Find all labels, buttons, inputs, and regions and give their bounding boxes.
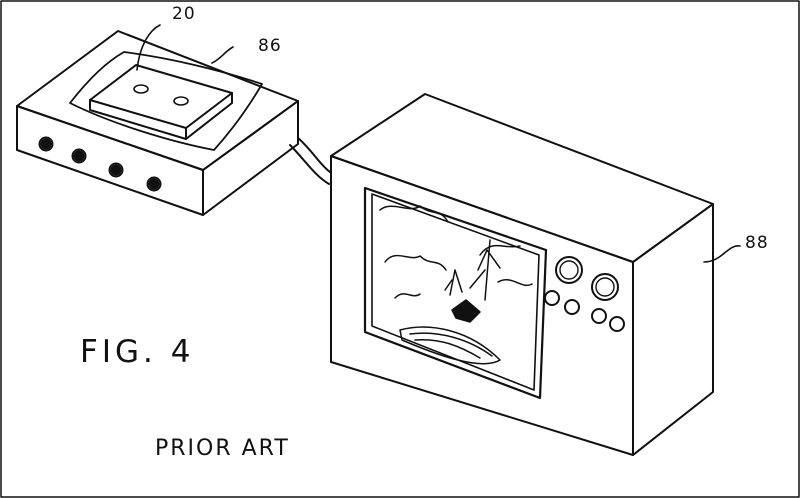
leader-88 [703, 245, 741, 263]
cable [297, 137, 331, 173]
tv-screen-inner [371, 193, 540, 391]
tv-side [632, 203, 714, 456]
cable-edge [289, 144, 330, 185]
cartridge-slot [69, 51, 263, 151]
game-console [16, 24, 299, 216]
tv-front [330, 155, 634, 456]
television [330, 93, 741, 456]
ref-label-86: 86 [258, 36, 282, 56]
console-knobs [38, 136, 162, 192]
console-side [202, 100, 299, 216]
prior-art-caption: PRIOR ART [155, 436, 290, 461]
console-top [16, 30, 299, 171]
tv-top [330, 93, 714, 263]
ref-label-20: 20 [172, 4, 196, 24]
console-front [16, 105, 204, 216]
cartridge [89, 64, 233, 140]
tv-controls [544, 256, 625, 332]
ref-label-88: 88 [745, 233, 769, 253]
figure-title: FIG. 4 [80, 334, 195, 370]
leader-86 [211, 46, 234, 64]
screen-scene [379, 205, 533, 365]
tv-screen-outer [363, 186, 548, 400]
leader-20 [136, 24, 161, 71]
